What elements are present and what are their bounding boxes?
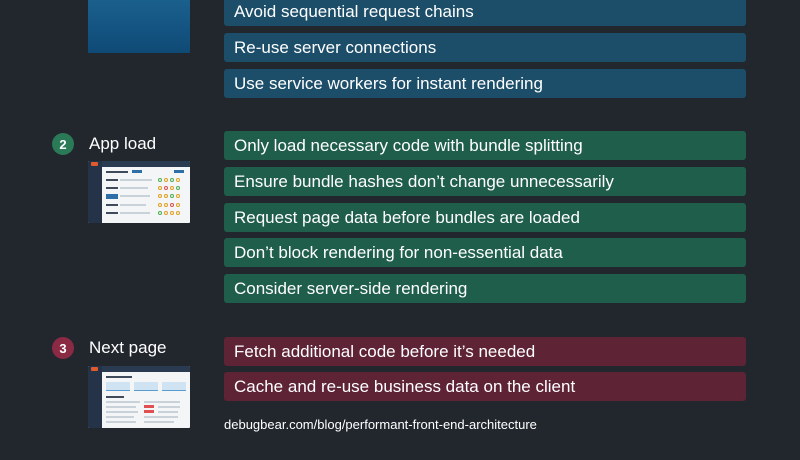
stage2-item-1: Only load necessary code with bundle spl… xyxy=(224,131,746,160)
stage2-item-4: Don’t block rendering for non-essential … xyxy=(224,238,746,267)
stage1-item-1: Avoid sequential request chains xyxy=(224,0,746,26)
stage2-header: 2 App load xyxy=(52,132,156,156)
stage3-title: Next page xyxy=(89,338,167,357)
stage3-number-badge: 3 xyxy=(52,337,74,359)
source-link[interactable]: debugbear.com/blog/performant-front-end-… xyxy=(224,417,537,432)
stage3-item-2: Cache and re-use business data on the cl… xyxy=(224,372,746,401)
stage2-item-2: Ensure bundle hashes don’t change unnece… xyxy=(224,167,746,196)
stage3-header: 3 Next page xyxy=(52,336,167,360)
stage1-item-2: Re-use server connections xyxy=(224,33,746,62)
stage2-item-5: Consider server-side rendering xyxy=(224,274,746,303)
stage1-thumbnail xyxy=(88,0,190,53)
stage3-item-1: Fetch additional code before it’s needed xyxy=(224,337,746,366)
stage2-thumbnail xyxy=(88,161,190,223)
stage2-title: App load xyxy=(89,134,157,153)
stage2-item-3: Request page data before bundles are loa… xyxy=(224,203,746,232)
stage2-number-badge: 2 xyxy=(52,133,74,155)
stage1-item-3: Use service workers for instant renderin… xyxy=(224,69,746,98)
stage3-thumbnail xyxy=(88,366,190,428)
